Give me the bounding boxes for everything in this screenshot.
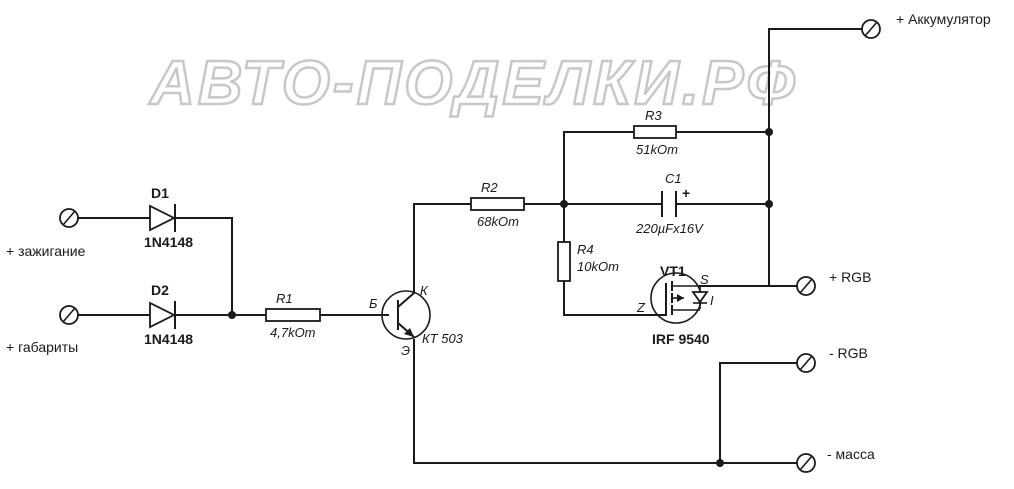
transistor-q1-collector-label: К xyxy=(420,283,429,298)
resistor-r1-value: 4,7kOm xyxy=(270,325,316,340)
diode-d1-ref: D1 xyxy=(151,185,169,201)
resistor-r1: R1 4,7kOm xyxy=(265,291,321,340)
terminal-rgb-minus-label: - RGB xyxy=(829,345,868,361)
resistor-r1-ref: R1 xyxy=(276,291,293,306)
diode-d1: D1 1N4148 xyxy=(144,185,193,250)
terminal-ignition-label: + зажигание xyxy=(6,243,86,259)
terminal-rgb-minus: - RGB xyxy=(796,345,868,373)
terminal-rgb-plus-label: + RGB xyxy=(829,269,871,285)
watermark-text: АВТО-ПОДЕЛКИ.РФ xyxy=(148,49,798,118)
terminal-ground: - масса xyxy=(796,446,875,473)
resistor-r4-value: 10kOm xyxy=(577,259,619,274)
mosfet-vt1-gate-label: Z xyxy=(636,300,646,315)
wires xyxy=(78,28,862,464)
terminal-parking-lights: + габариты xyxy=(6,305,79,355)
mosfet-vt1-value: IRF 9540 xyxy=(652,331,710,347)
resistor-r4-ref: R4 xyxy=(577,242,594,257)
junction-dots xyxy=(228,128,773,467)
diode-d2-ref: D2 xyxy=(151,282,169,298)
capacitor-c1-value: 220µFx16V xyxy=(635,221,704,236)
diode-d2: D2 1N4148 xyxy=(144,282,193,347)
transistor-q1-base-label: Б xyxy=(369,296,378,311)
mosfet-vt1-ref: VT1 xyxy=(660,263,686,279)
terminal-rgb-plus: + RGB xyxy=(796,269,871,296)
transistor-q1: Б К Э КТ 503 xyxy=(369,283,464,358)
diode-d1-value: 1N4148 xyxy=(144,234,193,250)
terminal-battery: + Аккумулятор xyxy=(861,11,991,39)
resistor-r2: R2 68kOm xyxy=(470,180,525,229)
terminal-ground-label: - масса xyxy=(827,446,875,462)
terminal-parking-lights-label: + габариты xyxy=(6,339,78,355)
diode-d2-value: 1N4148 xyxy=(144,331,193,347)
transistor-q1-emitter-label: Э xyxy=(401,343,410,358)
resistor-r3-ref: R3 xyxy=(645,108,662,123)
resistor-r2-value: 68kOm xyxy=(477,214,519,229)
terminal-battery-label: + Аккумулятор xyxy=(896,11,991,27)
capacitor-c1-ref: C1 xyxy=(665,171,682,186)
mosfet-vt1-drain-label: I xyxy=(710,293,714,308)
resistor-r4: R4 10kOm xyxy=(557,241,619,282)
resistor-r3: R3 51kOm xyxy=(633,108,678,157)
mosfet-vt1-source-label: S xyxy=(700,272,709,287)
capacitor-c1: C1 + 220µFx16V xyxy=(635,171,704,236)
capacitor-c1-polarity: + xyxy=(682,185,690,201)
mosfet-vt1: VT1 S Z I IRF 9540 xyxy=(636,263,714,347)
resistor-r3-value: 51kOm xyxy=(636,142,678,157)
transistor-q1-value: КТ 503 xyxy=(422,331,464,346)
resistor-r2-ref: R2 xyxy=(481,180,498,195)
terminal-ignition: + зажигание xyxy=(6,208,86,259)
